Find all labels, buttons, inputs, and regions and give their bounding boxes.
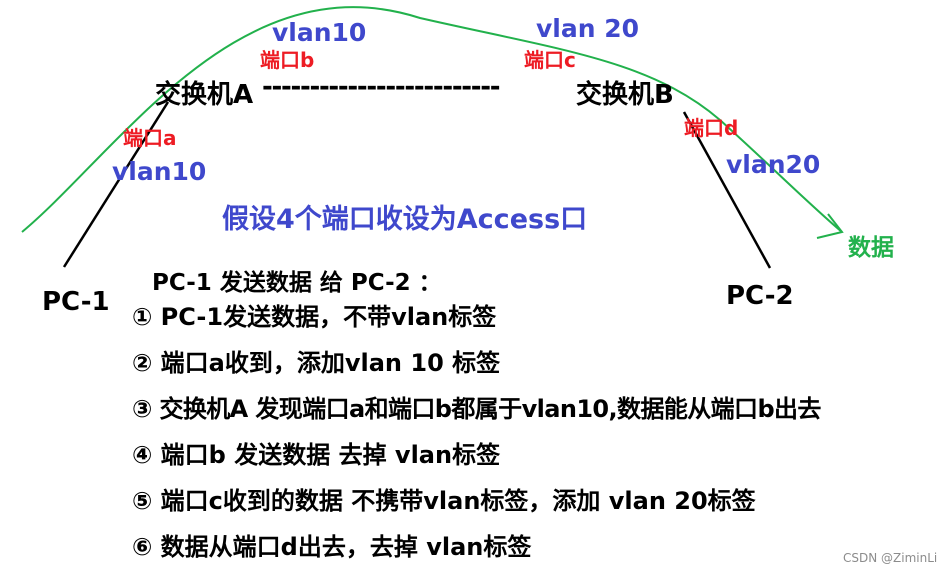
step-4: ④ 端口b 发送数据 去掉 vlan标签 [132, 441, 501, 469]
data-flow-label: 数据 [848, 235, 894, 261]
step-2: ② 端口a收到，添加vlan 10 标签 [132, 349, 501, 377]
watermark: CSDN @ZiminLi [843, 551, 938, 565]
switch-b-label: 交换机B [576, 80, 674, 110]
port-a-label: 端口a [123, 126, 177, 150]
step-3: ③ 交换机A 发现端口a和端口b都属于vlan10,数据能从端口b出去 [132, 395, 821, 423]
step-5: ⑤ 端口c收到的数据 不携带vlan标签，添加 vlan 20标签 [132, 487, 756, 515]
vlan-label-port-c: vlan 20 [536, 14, 640, 43]
assumption-text: 假设4个端口收设为Access口 [222, 204, 588, 235]
pc1-cable [62, 101, 170, 268]
pc2-cable [682, 111, 772, 269]
data-flow-arrow [21, 6, 843, 233]
pc1-label: PC-1 [42, 287, 110, 317]
port-c-label: 端口c [524, 48, 576, 72]
port-d-label: 端口d [684, 116, 739, 140]
port-b-label: 端口b [260, 48, 315, 72]
vlan-label-port-a: vlan10 [112, 157, 207, 186]
step-1: ① PC-1发送数据，不带vlan标签 [132, 303, 497, 331]
switch-link-dashes: ------------------------- [262, 72, 501, 102]
step-6: ⑥ 数据从端口d出去，去掉 vlan标签 [132, 533, 532, 561]
flow-heading: PC-1 发送数据 给 PC-2 ： [152, 270, 442, 296]
vlan-label-port-b: vlan10 [272, 18, 367, 47]
switch-a-label: 交换机A [155, 80, 254, 110]
pc2-label: PC-2 [726, 281, 794, 311]
vlan-label-port-d: vlan20 [726, 150, 821, 179]
data-flow-arrowhead [816, 213, 844, 239]
